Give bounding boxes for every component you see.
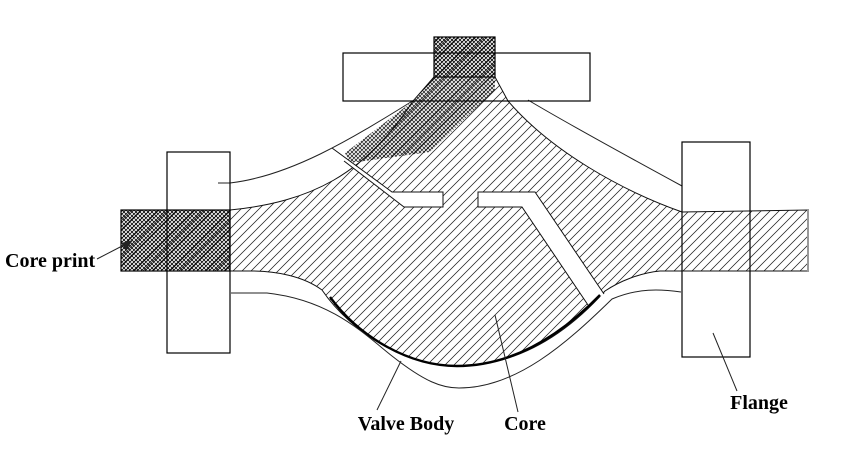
left-flange-rect — [166, 151, 231, 354]
flange-leader-line — [712, 332, 738, 392]
right-flange-rect — [681, 141, 751, 358]
left-core-print-hatch — [120, 209, 231, 272]
top-flange-rect — [342, 52, 591, 102]
core-print-leader-line — [96, 243, 127, 260]
top-core-print-shadow — [345, 77, 495, 163]
core-leader-line — [494, 314, 519, 413]
valve-body-label: Valve Body — [358, 413, 455, 435]
valve-body-inner-arc — [329, 294, 601, 368]
flange-label: Flange — [730, 392, 788, 414]
core-print-label: Core print — [5, 250, 96, 272]
core-label: Core — [504, 413, 546, 435]
right-seat-channel — [478, 192, 604, 305]
valve-body-leader-line — [376, 360, 402, 411]
valve-body-outer-wall-bottom — [231, 289, 682, 389]
top-core-print-hatch — [433, 36, 496, 78]
right-seat-channel-outline — [477, 191, 605, 306]
left-seat-channel-outline — [331, 147, 444, 208]
valve-body-outer-wall-upper-right — [527, 99, 683, 187]
core-print-arrowhead — [121, 240, 133, 250]
valve-body-outer-wall-upper-left — [218, 99, 415, 184]
